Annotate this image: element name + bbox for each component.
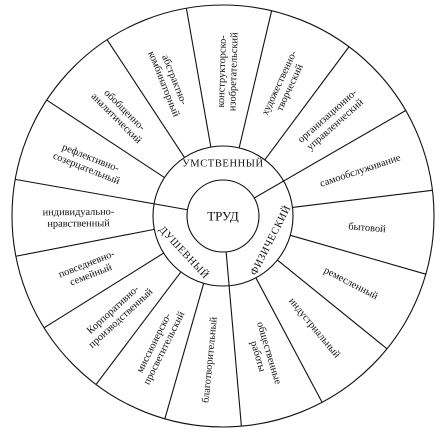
segment-label-line: индивидуально-: [43, 207, 115, 219]
segment-label-physical-0: самообслуживание: [319, 152, 403, 189]
segment-divider-line: [290, 234, 426, 275]
segment-divider-line: [238, 10, 273, 149]
category-label-mental: УМСТВЕННЫЙ: [182, 158, 264, 170]
segment-divider-line: [264, 46, 350, 161]
segment-label-soul-4: индивидуально-нравственный: [43, 207, 115, 230]
segment-label-soul-0: благотворительный: [201, 316, 220, 403]
segment-label-physical-2: ремесленный: [322, 265, 380, 302]
segment-label-line: благотворительный: [201, 316, 220, 403]
segment-divider-line: [95, 271, 182, 385]
segment-label-line: бытовой: [348, 221, 387, 235]
category-ring-border: [152, 145, 294, 287]
segment-divider-line: [46, 99, 165, 178]
segment-divider-line: [292, 189, 433, 209]
segment-label-mental-0: рефлективно-созерцательный: [51, 140, 126, 187]
segment-label-soul-2: Корпоративно-производственный: [79, 278, 156, 351]
segment-divider-line: [277, 259, 388, 350]
outer-ring-border: [11, 4, 435, 428]
segment-label-line: нравственный: [47, 218, 110, 230]
segment-label-line: конструкторско-: [216, 35, 229, 108]
segment-label-physical-1: бытовой: [348, 221, 387, 235]
segment-label-soul-1: миссионерско-просветительский: [131, 304, 187, 386]
center-circle-border: [186, 179, 260, 253]
segment-label-line: самообслуживание: [319, 152, 403, 189]
segment-label-mental-5: организационно-управленческий: [296, 87, 368, 154]
segment-divider-line: [43, 252, 164, 329]
category-divider-line: [253, 110, 407, 199]
segment-label-line: изобретательский: [227, 32, 240, 111]
segment-divider-line: [185, 8, 212, 148]
segment-divider-line: [164, 283, 205, 419]
segment-label-physical-4: общественныеработы: [243, 321, 283, 390]
segment-label-soul-3: повседневно-семейный: [57, 248, 121, 291]
segment-divider-line: [15, 228, 155, 257]
segment-divider-line: [106, 39, 185, 158]
center-circle: ТРУД: [186, 179, 260, 253]
center-label: ТРУД: [207, 209, 239, 224]
segment-label-line: ремесленный: [322, 265, 380, 302]
category-divider-line: [225, 251, 242, 427]
category-label-soul: ДУШЕВНЫЙ: [156, 224, 211, 282]
segment-label-mental-3: конструкторско-изобретательский: [216, 31, 241, 111]
category-divider-line: [15, 178, 188, 211]
category-label-physical: ФИЗИЧЕСКИЙ: [248, 203, 294, 277]
segment-label-mental-4: художественно-творческий: [260, 49, 310, 122]
segment-divider-line: [255, 277, 323, 403]
